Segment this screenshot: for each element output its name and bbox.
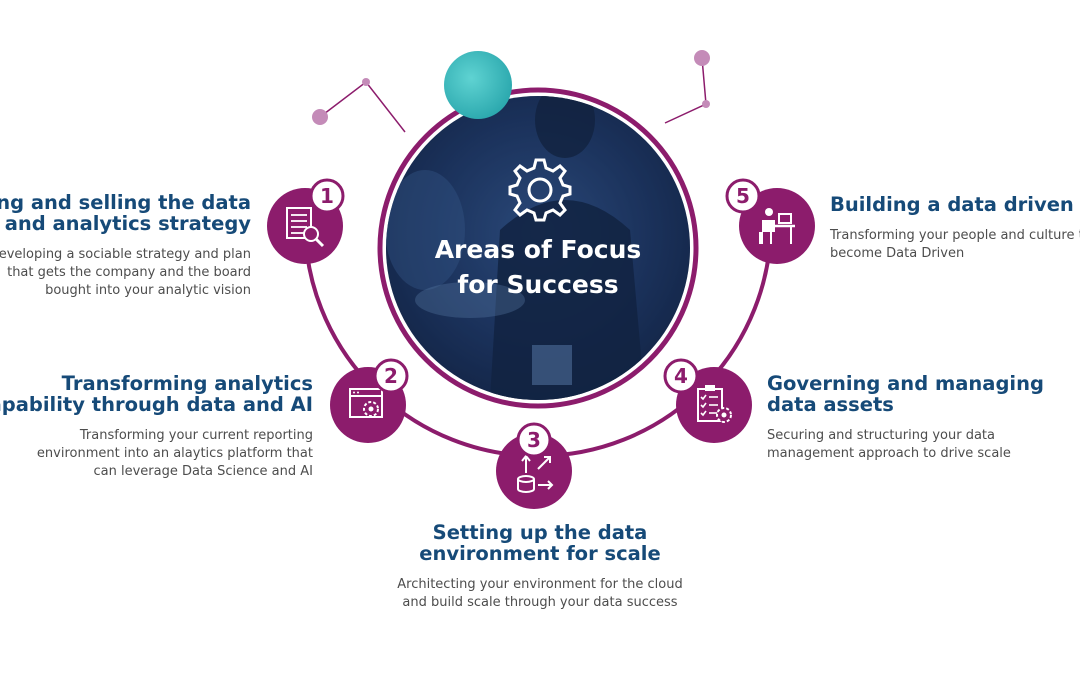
step-2-desc-line: can leverage Data Science and AI	[93, 464, 314, 479]
step-5-title-line: Building a data driven cul	[830, 193, 1080, 216]
step-number: 2	[384, 364, 398, 388]
step-2-desc-line: Transforming your current reporting	[79, 428, 313, 443]
step-number: 3	[527, 428, 541, 452]
step-node-circle	[496, 433, 572, 509]
step-4-node: 4	[663, 358, 752, 443]
step-3-title-line: environment for scale	[419, 542, 661, 565]
step-3-desc-line: Architecting your environment for the cl…	[397, 577, 683, 592]
network-dot	[702, 100, 710, 108]
step-4-description: Securing and structuring your data manag…	[767, 427, 1011, 463]
step-number: 5	[736, 184, 750, 208]
step-1-badge: 1	[309, 178, 345, 214]
step-5-desc-line: Transforming your people and culture to	[830, 228, 1080, 243]
step-4-title-line: Governing and managing	[767, 372, 1044, 395]
step-1-description: Developing a sociable strategy and plan …	[0, 246, 251, 300]
step-1-desc-line: bought into your analytic vision	[45, 283, 251, 298]
step-5-title: Building a data driven cul	[830, 194, 1080, 215]
clipboard-gear-icon	[697, 385, 732, 423]
step-3-badge: 3	[516, 422, 552, 458]
step-number: 4	[674, 364, 688, 388]
step-5-node: 5	[725, 178, 815, 264]
center-photo	[377, 87, 699, 409]
step-3-node: 3	[496, 422, 572, 509]
step-number: 1	[320, 184, 334, 208]
step-3-title-line: Setting up the data	[432, 521, 648, 544]
network-dot	[362, 78, 370, 86]
browser-gear-icon	[349, 388, 383, 418]
teal-accent	[444, 51, 512, 119]
step-5-badge: 5	[725, 178, 761, 214]
step-5-desc-line: become Data Driven	[830, 246, 965, 261]
network-dot	[312, 109, 328, 125]
step-4-desc-line: management approach to drive scale	[767, 446, 1011, 461]
step-2-badge: 2	[373, 358, 409, 394]
step-4-desc-line: Securing and structuring your data	[767, 428, 995, 443]
step-1-desc-line: Developing a sociable strategy and plan	[0, 247, 251, 262]
document-search-icon	[286, 207, 325, 248]
step-2-title-line: Transforming analytics	[61, 372, 313, 395]
step-2-node: 2	[330, 358, 409, 443]
step-2-description: Transforming your current reporting envi…	[37, 427, 313, 481]
center-heading: Areas of Focus for Success	[420, 232, 656, 302]
step-4-title-line: data assets	[767, 393, 894, 416]
step-3-description: Architecting your environment for the cl…	[340, 576, 740, 612]
step-2-title: Transforming analytics capability throug…	[0, 373, 313, 415]
step-1-title: ilding and selling the data and analytic…	[0, 192, 251, 234]
center-heading-line1: Areas of Focus	[434, 235, 642, 264]
network-dot	[694, 50, 710, 66]
step-1-desc-line: that gets the company and the board	[7, 265, 251, 280]
step-1-node: 1	[267, 178, 345, 264]
gear-icon	[508, 158, 572, 222]
step-4-badge: 4	[663, 358, 699, 394]
step-2-title-line: capability through data and AI	[0, 393, 313, 416]
step-4-title: Governing and managing data assets	[767, 373, 1044, 415]
center-heading-line2: for Success	[457, 270, 619, 299]
person-at-desk-icon	[759, 208, 795, 244]
step-2-desc-line: environment into an alaytics platform th…	[36, 446, 313, 461]
step-3-title: Setting up the data environment for scal…	[340, 522, 740, 564]
step-1-title-line: ilding and selling the data	[0, 191, 251, 214]
step-3-desc-line: and build scale through your data succes…	[402, 595, 678, 610]
step-5-description: Transforming your people and culture to …	[830, 227, 1080, 263]
step-1-title-line: and analytics strategy	[4, 212, 251, 235]
database-arrows-icon	[517, 454, 554, 493]
